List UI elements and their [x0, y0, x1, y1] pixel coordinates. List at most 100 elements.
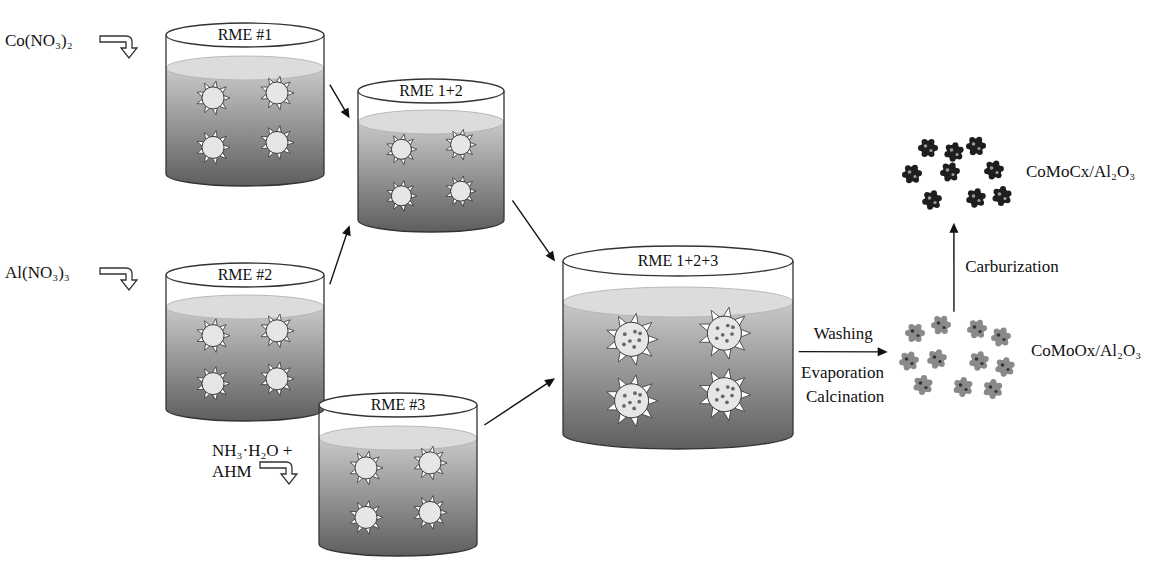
catalyst-particle — [930, 352, 945, 367]
step-label: Washing — [812, 324, 875, 344]
nanoparticle — [715, 398, 719, 402]
micelle-tail — [224, 381, 230, 386]
nanoparticle — [731, 387, 735, 391]
arrow-head — [949, 223, 958, 233]
nanoparticle — [622, 404, 626, 408]
arrow-shaft — [484, 383, 548, 425]
hollow-arrow — [260, 462, 297, 484]
nanoparticle — [623, 394, 627, 398]
active-site — [942, 326, 945, 329]
nanoparticle — [725, 339, 729, 343]
catalyst-particle — [902, 354, 917, 369]
beaker-drawing — [357, 78, 505, 233]
active-site — [933, 201, 936, 204]
catalyst-particle — [908, 326, 923, 341]
nanoparticle — [638, 393, 642, 397]
micelle-tail — [470, 189, 476, 193]
micelle-core — [391, 139, 411, 159]
micelle-core — [266, 82, 288, 104]
active-site — [938, 360, 941, 363]
liquid — [563, 287, 793, 449]
active-site — [913, 175, 916, 178]
active-site — [919, 381, 923, 385]
reagent-label: NH₃·H₂O + AHM — [212, 440, 304, 482]
beaker-wall — [503, 91, 504, 220]
active-site — [975, 357, 979, 361]
catalyst-particle — [998, 360, 1013, 375]
active-site — [977, 147, 980, 150]
nanoparticle — [637, 400, 641, 404]
nanoparticle — [637, 338, 641, 342]
catalyst-particle — [972, 354, 987, 369]
micelle-tail — [377, 466, 383, 471]
micelle-core — [355, 506, 377, 528]
micelle-core — [202, 325, 224, 347]
beaker-bottom — [358, 220, 504, 232]
liquid — [166, 56, 324, 186]
beaker-drawing — [165, 262, 325, 422]
catalyst-particle — [970, 322, 985, 337]
active-site — [977, 199, 980, 202]
arrow-shaft — [799, 351, 880, 353]
nanoparticle — [730, 332, 734, 336]
reagent-label: Al(NO₃)₃ — [5, 262, 100, 283]
active-site — [978, 330, 981, 333]
beaker-node: RME #1 — [165, 22, 325, 187]
catalyst-particle — [969, 139, 984, 154]
nanoparticle — [628, 401, 632, 405]
micelle-tail — [470, 143, 476, 147]
active-site — [972, 142, 976, 146]
flow-arrow — [799, 347, 888, 356]
edge-label-holder: Washing — [812, 324, 875, 344]
label-holder: Evaporation — [801, 362, 896, 383]
active-site — [937, 321, 941, 325]
micelle-tail — [224, 145, 230, 150]
step-label: Evaporation — [801, 362, 896, 383]
beaker-drawing — [562, 245, 794, 450]
micelle-core — [615, 384, 649, 418]
beaker-node: RME 1+2+3 — [562, 245, 794, 450]
catalyst-particle — [916, 378, 931, 393]
beaker-bottom — [166, 409, 324, 421]
beaker-wall — [323, 275, 324, 409]
active-site — [989, 385, 993, 389]
active-site — [924, 386, 927, 389]
active-site — [1002, 338, 1005, 341]
micelle-core — [451, 181, 471, 201]
flow-arrow — [330, 225, 351, 284]
beaker-wall — [476, 405, 477, 544]
catalyst-particle — [947, 145, 962, 160]
beaker-wall — [357, 91, 358, 220]
beaker-bottom — [319, 544, 477, 556]
nanoparticle — [628, 339, 632, 343]
active-site — [980, 362, 983, 365]
micelle-core — [202, 87, 224, 109]
arrow-shaft — [953, 231, 954, 312]
edge-label-holder: Carburization — [963, 257, 1060, 277]
arrow-head — [546, 251, 555, 262]
arrow-head — [342, 225, 351, 236]
nanoparticle — [726, 385, 730, 389]
catalyst-particle — [986, 382, 1001, 397]
catalyst-particle — [995, 189, 1010, 204]
nanoparticle — [725, 400, 729, 404]
beaker-rim — [563, 246, 793, 276]
particle-node: CoMoOx/Al₂O₃ — [893, 315, 1158, 397]
micelle-core — [707, 316, 741, 350]
catalyst-particle — [994, 330, 1009, 345]
beaker-wall — [562, 261, 563, 434]
active-site — [905, 357, 909, 361]
micelle-core — [355, 457, 377, 479]
nanoparticle — [638, 331, 642, 335]
active-site — [924, 144, 928, 148]
nanoparticle — [730, 394, 734, 398]
hollow-arrow — [100, 36, 137, 58]
liquid — [358, 110, 504, 232]
active-site — [994, 390, 997, 393]
micelle-core — [391, 186, 411, 206]
beaker-label: RME #2 — [165, 266, 325, 284]
active-site — [911, 329, 915, 333]
product-label: CoMoOx/Al₂O₃ — [1031, 341, 1141, 361]
label-holder: NH₃·H₂O + AHM — [212, 440, 304, 482]
